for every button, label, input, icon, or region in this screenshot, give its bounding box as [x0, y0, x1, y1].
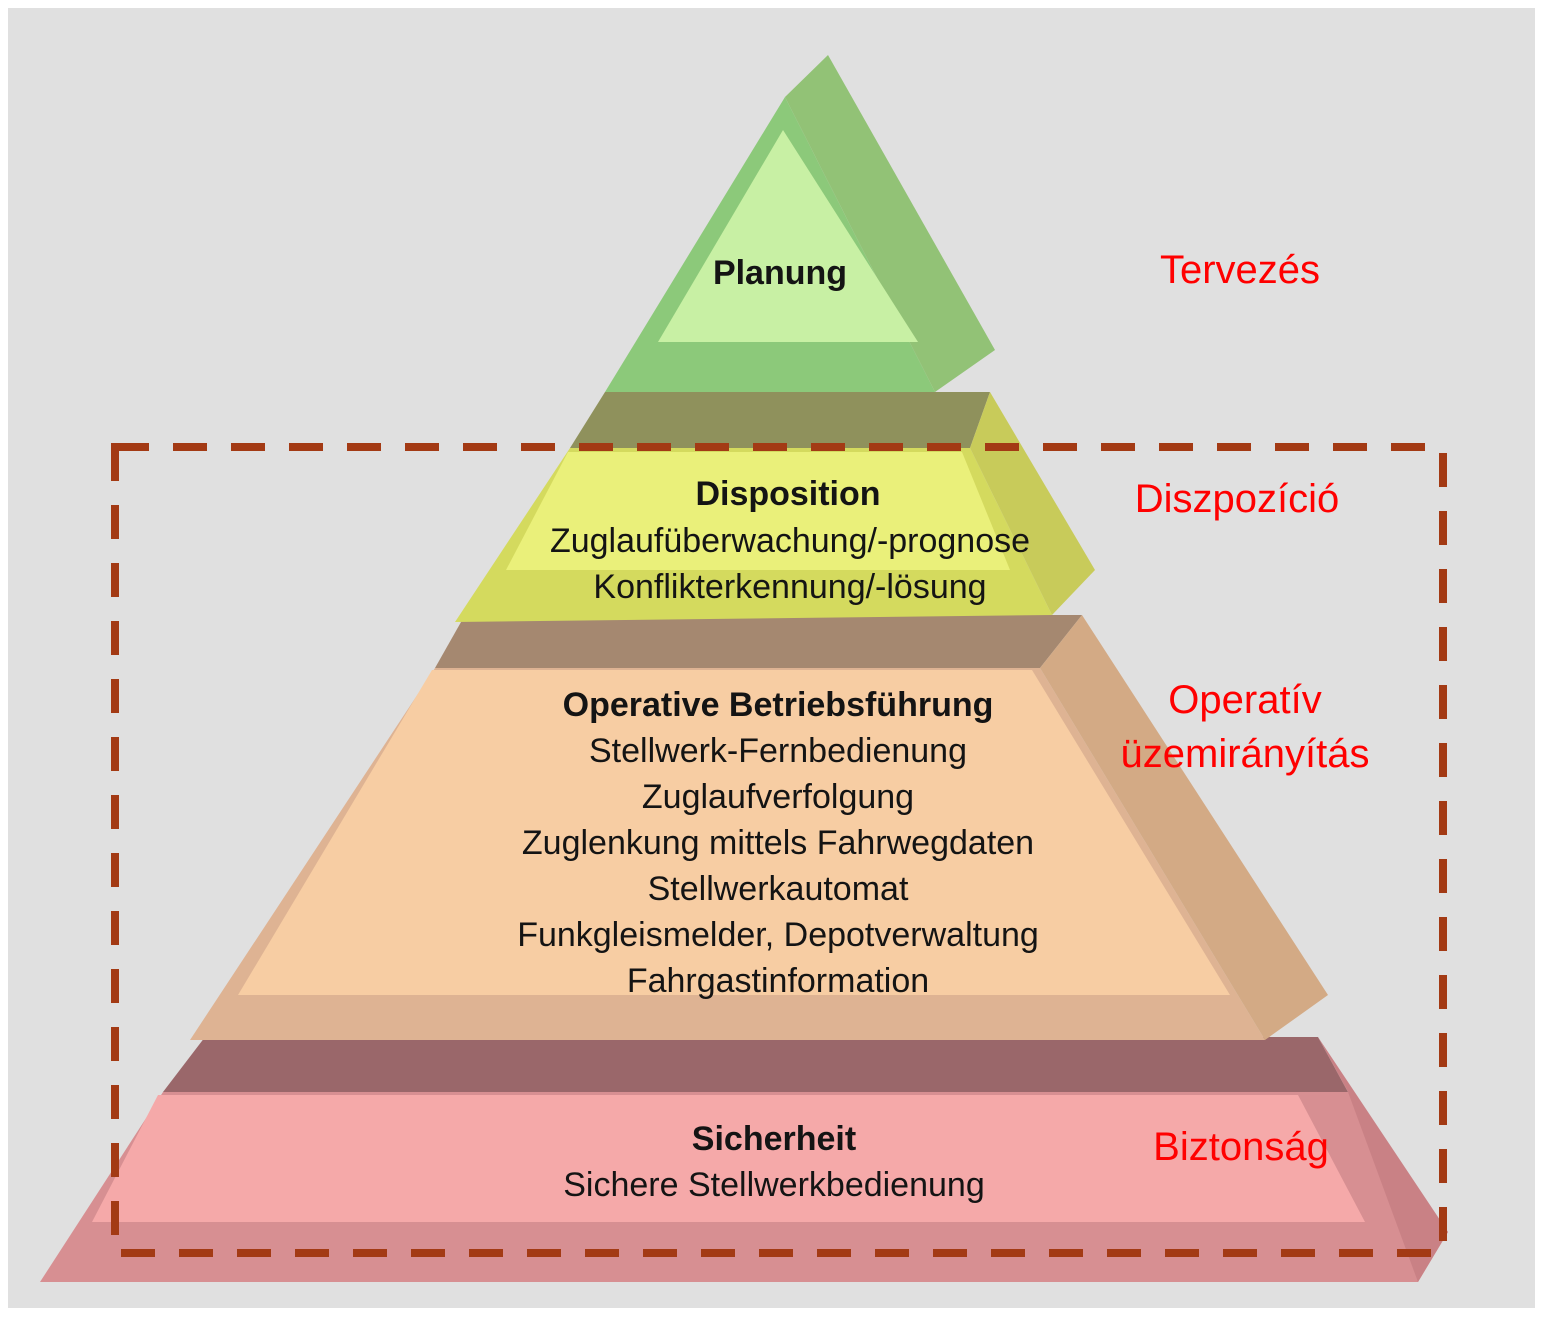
sicherheit-title: Sicherheit — [692, 1120, 856, 1158]
disposition-item: Zuglaufüberwachung/-prognose — [550, 522, 1030, 560]
dashed-frame — [111, 443, 1447, 1257]
sicherheit-front-face — [92, 1095, 1365, 1222]
sicherheit-item: Sichere Stellwerkbedienung — [563, 1166, 984, 1204]
label-operativ-line2: üzemirányítás — [1121, 732, 1370, 776]
disposition-item: Konflikterkennung/-lösung — [593, 568, 986, 606]
operative-item: Funkgleismelder, Depotverwaltung — [517, 916, 1039, 954]
sicherheit-top-face — [163, 1037, 1348, 1092]
operative-title: Operative Betriebsführung — [563, 686, 994, 724]
planung-front-face — [658, 130, 918, 342]
disposition-top-face — [570, 392, 990, 448]
level-operative — [190, 615, 1328, 1040]
label-operativ-line1: Operatív — [1168, 678, 1321, 722]
operative-item: Zuglenkung mittels Fahrwegdaten — [522, 824, 1034, 862]
label-diszpozicio: Diszpozíció — [1135, 477, 1340, 521]
operative-right-face — [1040, 615, 1328, 1040]
planung-title: Planung — [713, 254, 847, 292]
operative-item: Stellwerkautomat — [648, 870, 909, 908]
operative-item: Fahrgastinformation — [627, 962, 929, 1000]
label-biztonsag: Biztonság — [1153, 1125, 1329, 1169]
operative-front-face — [238, 670, 1230, 995]
planung-right-face — [785, 55, 995, 392]
label-tervezes: Tervezés — [1160, 248, 1320, 292]
disposition-title: Disposition — [695, 475, 880, 513]
operative-item: Zuglaufverfolgung — [642, 778, 914, 816]
sicherheit-right-face — [1318, 1037, 1448, 1282]
level-disposition — [455, 392, 1095, 622]
operative-top-face — [435, 615, 1082, 668]
level-sicherheit — [40, 1037, 1448, 1282]
disposition-front-face — [506, 452, 1010, 570]
level-planung — [605, 55, 995, 392]
operative-item: Stellwerk-Fernbedienung — [589, 732, 967, 770]
